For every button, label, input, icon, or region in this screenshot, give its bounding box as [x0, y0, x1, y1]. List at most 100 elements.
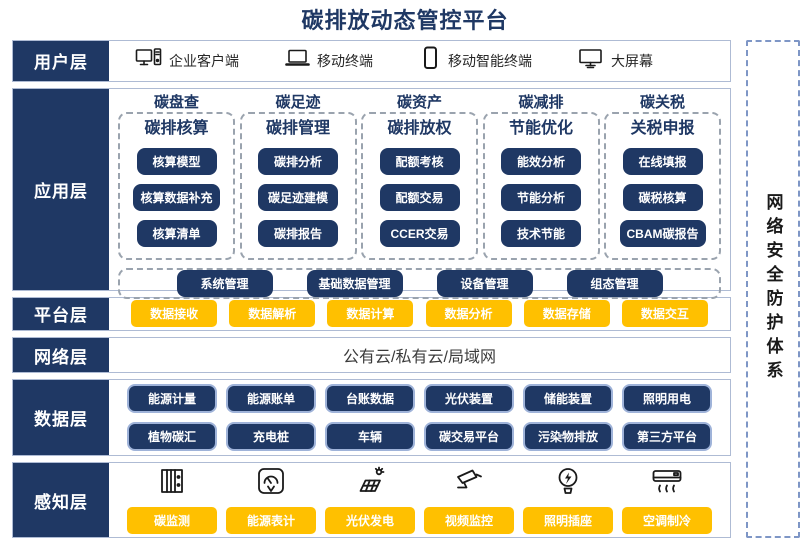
- large-screen-icon: [578, 47, 604, 74]
- data-source-chip: 照明用电: [622, 383, 712, 413]
- app-column-header: 碳减排: [518, 93, 564, 111]
- app-column-header: 碳资产: [396, 93, 442, 111]
- app-common-chip: 基础数据管理: [306, 269, 403, 297]
- user-item-label: 大屏幕: [611, 52, 653, 69]
- data-source-chip: 污染物排放: [523, 421, 613, 451]
- carbon-monitor-icon: [156, 465, 188, 502]
- sensor-label-chip: 视频监控: [424, 506, 514, 534]
- user-item-big-screen: 大屏幕: [578, 47, 653, 74]
- app-column-carbon-inventory: 碳盘查 碳排核算 核算模型 核算数据补充 核算清单: [118, 93, 235, 260]
- sensor-label-chip: 能源表计: [226, 506, 316, 534]
- app-group-box: 碳排管理 碳排分析 碳足迹建模 碳排报告: [239, 111, 357, 260]
- app-module-chip: CBAM碳报告: [619, 219, 706, 247]
- app-common-chip: 系统管理: [176, 269, 273, 297]
- user-item-mobile-terminal: 移动终端: [285, 47, 373, 74]
- data-source-chip: 车辆: [325, 421, 415, 451]
- sensor-video-surveillance: 视频监控: [424, 465, 514, 534]
- layer-application-label: 应用层: [13, 88, 109, 290]
- app-module-chip: 碳足迹建模: [258, 183, 338, 211]
- layer-user: 用户层 企业客户端: [12, 40, 731, 82]
- platform-chip: 数据交互: [621, 300, 708, 328]
- sensor-label-chip: 光伏发电: [325, 506, 415, 534]
- layer-platform-label: 平台层: [13, 297, 109, 331]
- app-module-chip: CCER交易: [379, 219, 460, 247]
- layer-data-label: 数据层: [13, 379, 109, 455]
- platform-chip: 数据解析: [229, 300, 316, 328]
- page-title: 碳排放动态管控平台: [301, 8, 509, 33]
- app-module-chip: 配额考核: [379, 147, 460, 175]
- sensor-carbon-monitoring: 碳监测: [127, 465, 217, 534]
- app-column-header: 碳盘查: [153, 93, 199, 111]
- data-source-chip: 台账数据: [325, 383, 415, 413]
- app-module-chip: 配额交易: [379, 183, 460, 211]
- sensor-energy-meter: 能源表计: [226, 465, 316, 534]
- app-group-box: 节能优化 能效分析 节能分析 技术节能: [482, 111, 600, 260]
- app-column-carbon-reduction: 碳减排 节能优化 能效分析 节能分析 技术节能: [482, 93, 600, 260]
- app-column-header: 碳关税: [639, 93, 685, 111]
- solar-panel-icon: [354, 465, 386, 502]
- app-module-chip: 碳税核算: [622, 183, 703, 211]
- desktop-computer-icon: [135, 47, 162, 74]
- app-module-chip: 核算数据补充: [133, 183, 220, 211]
- app-group-box: 碳排放权 配额考核 配额交易 CCER交易: [361, 111, 478, 260]
- app-common-chip: 组态管理: [566, 269, 663, 297]
- app-module-chip: 节能分析: [501, 183, 581, 211]
- platform-chip: 数据存储: [523, 300, 610, 328]
- security-band: 网络安全防护体系: [746, 40, 800, 538]
- sensor-lighting-socket: 照明插座: [523, 465, 613, 534]
- app-module-chip: 技术节能: [501, 219, 581, 247]
- app-group-box: 关税申报 在线填报 碳税核算 CBAM碳报告: [604, 111, 721, 260]
- network-cloud-text: 公有云/私有云/局域网: [343, 349, 496, 367]
- data-source-row: 能源计量 能源账单 台账数据 光伏装置 储能装置 照明用电: [127, 383, 712, 413]
- app-group-title: 节能优化: [508, 119, 573, 137]
- video-camera-icon: [453, 465, 485, 502]
- layer-user-label: 用户层: [13, 41, 109, 81]
- layer-data: 数据层 能源计量 能源账单 台账数据 光伏装置 储能装置 照明用电 植物碳汇 充…: [12, 378, 731, 456]
- app-common-chip: 设备管理: [436, 269, 533, 297]
- data-source-chip: 植物碳汇: [127, 421, 217, 451]
- platform-chip: 数据接收: [131, 300, 218, 328]
- app-module-chip: 核算清单: [136, 219, 217, 247]
- smartphone-icon: [419, 46, 441, 75]
- user-item-smart-terminal: 移动智能终端: [419, 46, 532, 75]
- user-item-enterprise-client: 企业客户端: [135, 47, 239, 74]
- data-source-row: 植物碳汇 充电桩 车辆 碳交易平台 污染物排放 第三方平台: [127, 421, 712, 451]
- security-band-label: 网络安全防护体系: [763, 193, 783, 385]
- layer-perception-label: 感知层: [13, 463, 109, 537]
- app-common-box: 系统管理 基础数据管理 设备管理 组态管理: [118, 267, 721, 299]
- user-item-label: 移动智能终端: [448, 52, 532, 69]
- app-module-chip: 在线填报: [622, 147, 703, 175]
- data-source-chip: 第三方平台: [622, 421, 712, 451]
- app-group-title: 碳排管理: [265, 119, 330, 137]
- app-group-box: 碳排核算 核算模型 核算数据补充 核算清单: [118, 111, 235, 260]
- app-group-title: 关税申报: [630, 119, 695, 137]
- sensor-label-chip: 空调制冷: [622, 506, 712, 534]
- layer-network-label: 网络层: [13, 338, 109, 372]
- energy-meter-icon: [255, 465, 287, 502]
- layer-stack: 用户层 企业客户端: [12, 40, 731, 538]
- user-item-label: 移动终端: [317, 52, 373, 69]
- layer-perception: 感知层 碳监测: [12, 462, 731, 538]
- app-module-chip: 碳排分析: [258, 147, 338, 175]
- sensor-solar-power: 光伏发电: [325, 465, 415, 534]
- app-column-carbon-footprint: 碳足迹 碳排管理 碳排分析 碳足迹建模 碳排报告: [239, 93, 357, 260]
- air-conditioner-icon: [650, 465, 684, 502]
- data-source-chip: 碳交易平台: [424, 421, 514, 451]
- app-column-carbon-tariff: 碳关税 关税申报 在线填报 碳税核算 CBAM碳报告: [604, 93, 721, 260]
- sensor-label-chip: 照明插座: [523, 506, 613, 534]
- user-item-label: 企业客户端: [169, 52, 239, 69]
- layer-application: 应用层 碳盘查 碳排核算 核算模型 核算数据补充 核算清单: [12, 87, 731, 299]
- data-source-chip: 储能装置: [523, 383, 613, 413]
- light-bulb-icon: [552, 465, 584, 502]
- sensor-label-chip: 碳监测: [127, 506, 217, 534]
- data-source-chip: 能源账单: [226, 383, 316, 413]
- app-group-title: 碳排放权: [387, 119, 452, 137]
- platform-chip: 数据分析: [425, 300, 512, 328]
- sensor-air-conditioning: 空调制冷: [622, 465, 712, 534]
- platform-chip: 数据计算: [327, 300, 414, 328]
- layer-network: 网络层 公有云/私有云/局域网: [12, 337, 731, 373]
- data-source-chip: 能源计量: [127, 383, 217, 413]
- app-module-chip: 核算模型: [136, 147, 217, 175]
- laptop-icon: [285, 47, 310, 74]
- app-column-carbon-asset: 碳资产 碳排放权 配额考核 配额交易 CCER交易: [361, 93, 478, 260]
